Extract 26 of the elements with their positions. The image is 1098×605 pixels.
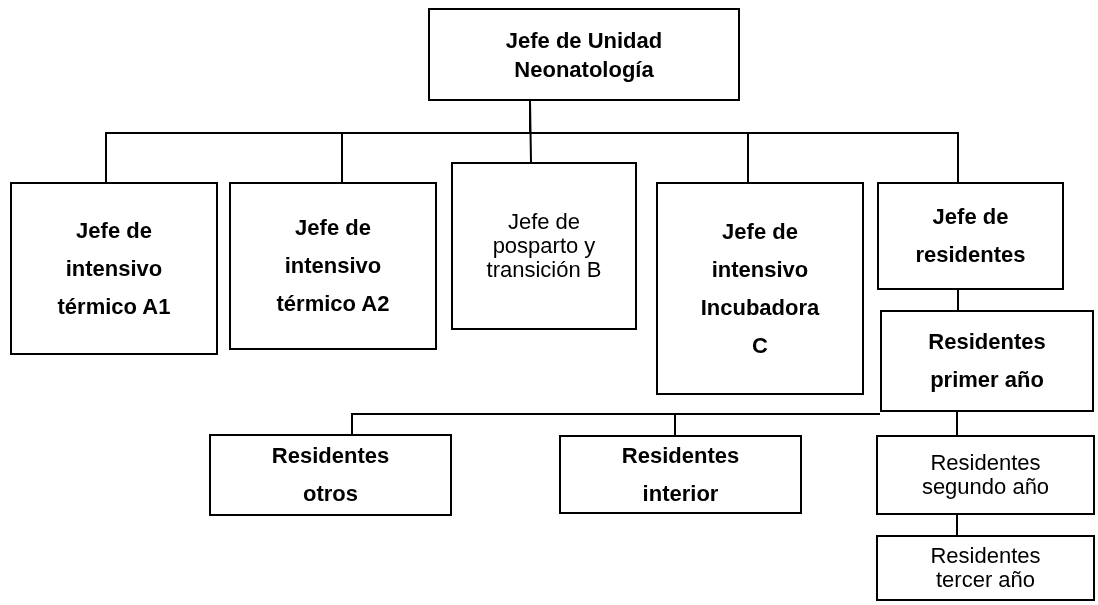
org-box [876,435,1095,515]
org-box [229,182,437,350]
org-box [880,310,1094,412]
connector-line [957,289,959,311]
org-box [10,182,218,355]
connector-line [956,514,958,536]
org-box [451,162,637,330]
box-label: Jefe de posparto y transición B [485,210,603,282]
org-box [656,182,864,395]
connector-line [674,413,881,436]
org-box [428,8,740,101]
box-label: Jefe de intensivo Incubadora C [699,217,821,360]
box-label: Jefe de intensivo térmico A1 [56,216,172,321]
org-box [876,535,1095,601]
box-label: Residentes tercer año [929,544,1042,592]
box-label: Jefe de intensivo térmico A2 [275,214,391,318]
box-label: Residentes segundo año [920,451,1051,499]
org-box [209,434,452,516]
box-label: Residentes otros [270,442,391,508]
box-label: Residentes primer año [927,328,1047,394]
org-box [559,435,802,514]
box-label: Jefe de residentes [914,203,1027,269]
box-label: Jefe de Unidad Neonatología [504,26,664,84]
connector-line [956,411,958,436]
box-label: Residentes interior [620,441,741,508]
org-box [877,182,1064,290]
